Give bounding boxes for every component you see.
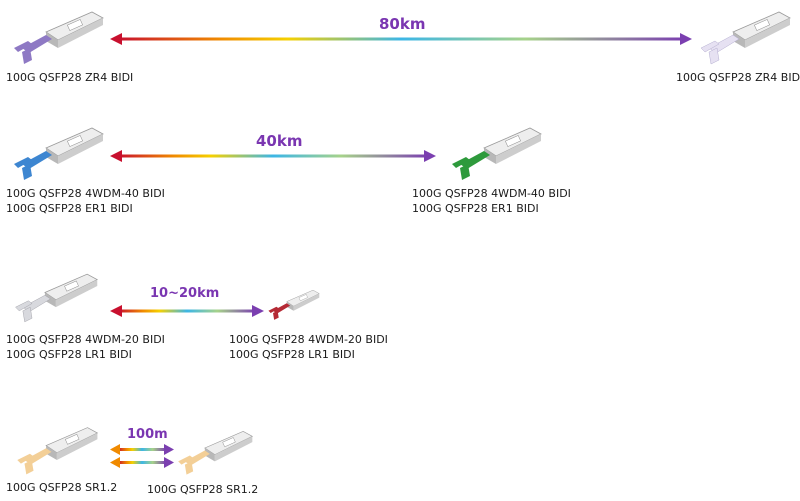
distance-arrow — [110, 33, 692, 45]
transceiver-module-icon — [178, 430, 254, 475]
module-label: 100G QSFP28 4WDM-20 BIDI 100G QSFP28 LR1… — [229, 333, 388, 361]
module-label: 100G QSFP28 4WDM-40 BIDI 100G QSFP28 ER1… — [6, 187, 165, 215]
module-label: 100G QSFP28 4WDM-20 BIDI 100G QSFP28 LR1… — [6, 333, 165, 361]
module-label: 100G QSFP28 ZR4 BIDI — [676, 71, 800, 84]
module-label: 100G QSFP28 4WDM-40 BIDI 100G QSFP28 ER1… — [412, 187, 571, 215]
distance-arrow-pair — [110, 444, 174, 468]
distance-arrow — [110, 305, 264, 317]
transceiver-module-icon — [700, 11, 791, 65]
distance-label: 10~20km — [150, 286, 220, 301]
distance-label: 40km — [256, 132, 303, 150]
distance-label: 100m — [127, 427, 168, 442]
transceiver-module-icon — [17, 427, 99, 475]
module-label: 100G QSFP28 ZR4 BIDI — [6, 71, 134, 84]
transceiver-module-icon — [15, 273, 99, 323]
transceiver-module-icon — [452, 127, 542, 180]
transceiver-module-icon — [268, 289, 320, 320]
transceiver-module-icon — [14, 127, 104, 180]
module-label: 100G QSFP28 SR1.2 — [147, 483, 259, 496]
transceiver-module-icon — [14, 11, 104, 64]
distance-label: 80km — [379, 15, 426, 33]
distance-arrow — [110, 150, 436, 162]
module-label: 100G QSFP28 SR1.2 — [6, 481, 118, 494]
